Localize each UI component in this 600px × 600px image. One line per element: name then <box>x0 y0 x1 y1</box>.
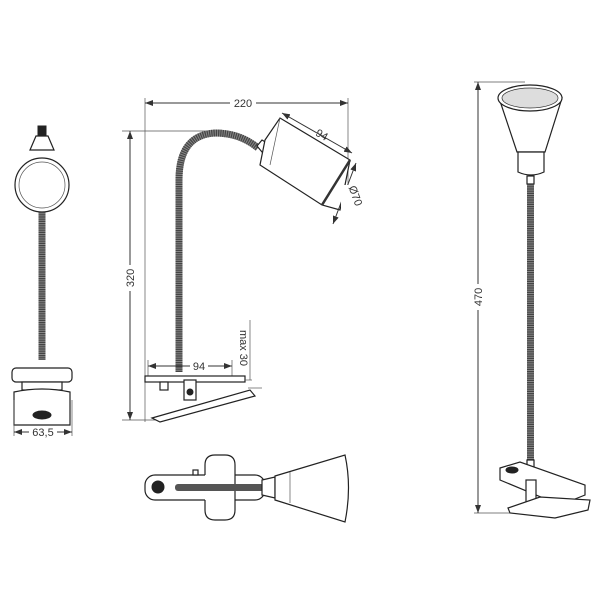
clamp-body <box>13 388 71 426</box>
head-shade <box>14 157 70 213</box>
dimension-clamp-width: 63,5 <box>32 427 53 439</box>
dimension-overall-width: 220 <box>234 98 252 110</box>
dimension-line-head-length <box>281 112 353 154</box>
clamp-lower-jaw <box>507 496 591 519</box>
head-shade <box>274 454 350 523</box>
gooseneck <box>175 129 261 372</box>
front-view: 63,5 <box>11 125 73 439</box>
front-tall-view: 470 <box>472 81 591 519</box>
dimension-side-height: 320 <box>125 269 137 287</box>
knob <box>37 125 47 137</box>
dimension-clamp-length: 94 <box>193 361 205 373</box>
clamp-top-jaw <box>499 461 586 506</box>
dimension-head-length: 94 <box>313 127 330 144</box>
dimension-total-height: 470 <box>473 288 485 306</box>
top-view <box>144 454 350 523</box>
clamp-lower-jaw <box>150 389 257 423</box>
head-shade <box>259 117 351 211</box>
gooseneck <box>175 484 267 491</box>
head-cone-top <box>29 135 55 151</box>
clamp-top-plate <box>11 367 73 383</box>
dimension-clamp-max-opening: max 30 <box>237 330 249 366</box>
side-view: 220 320 94 Ø70 94 max 30 <box>122 96 364 423</box>
